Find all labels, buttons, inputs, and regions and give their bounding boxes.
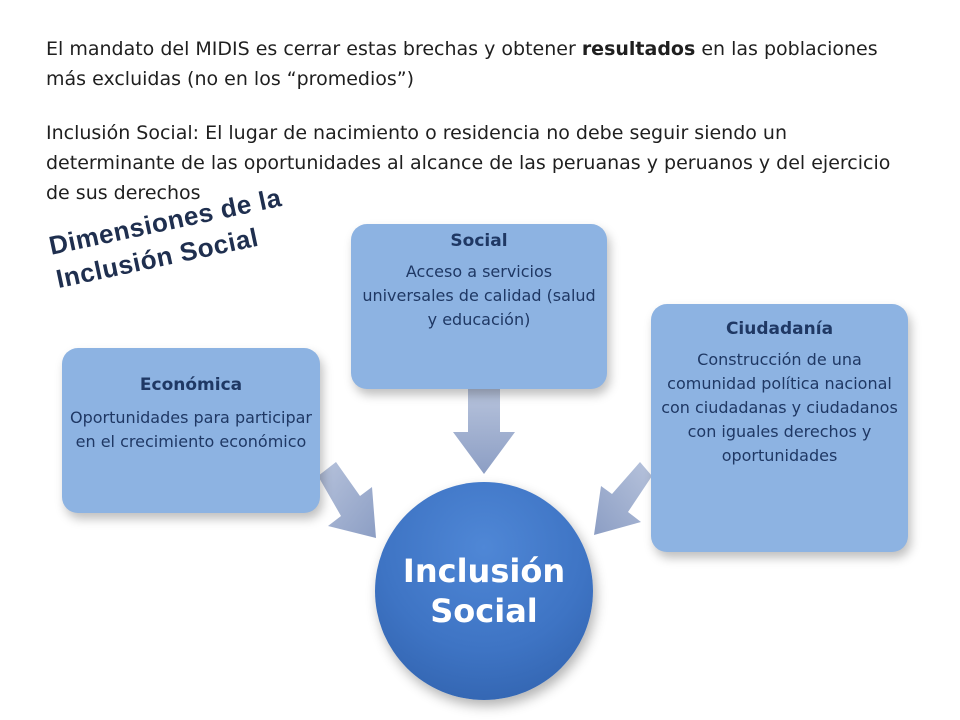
inclusion-definition-paragraph: Inclusión Social: El lugar de nacimiento…	[46, 122, 891, 204]
arrow-social-to-center	[453, 389, 515, 474]
arrow-ciudadania-to-center	[594, 462, 652, 535]
dimension-social-title: Social	[450, 231, 508, 251]
arrow-economica-to-center	[318, 462, 376, 538]
mandate-text-bold: resultados	[581, 38, 696, 60]
dimension-social-description: Acceso a servicios universales de calida…	[362, 262, 596, 329]
center-label: Inclusión Social	[402, 552, 566, 630]
center-circle: Inclusión Social	[375, 482, 593, 700]
dimension-economica-box: Económica Oportunidades para participar …	[62, 348, 320, 513]
dimension-ciudadania-box: Ciudadanía Construcción de una comunidad…	[651, 304, 908, 552]
dimension-social-box: Social Acceso a servicios universales de…	[351, 224, 607, 389]
dimension-economica-title: Económica	[139, 375, 243, 395]
dimension-ciudadania-title: Ciudadanía	[725, 319, 834, 339]
mandate-paragraph: El mandato del MIDIS es cerrar estas bre…	[46, 34, 906, 94]
mandate-text-before: El mandato del MIDIS es cerrar estas bre…	[46, 38, 582, 60]
dimension-ciudadania-description: Construcción de una comunidad política n…	[661, 350, 898, 465]
dimension-economica-description: Oportunidades para participar en el crec…	[70, 408, 312, 451]
mandate-text-after: en las poblaciones más excluidas (no en …	[46, 38, 878, 90]
